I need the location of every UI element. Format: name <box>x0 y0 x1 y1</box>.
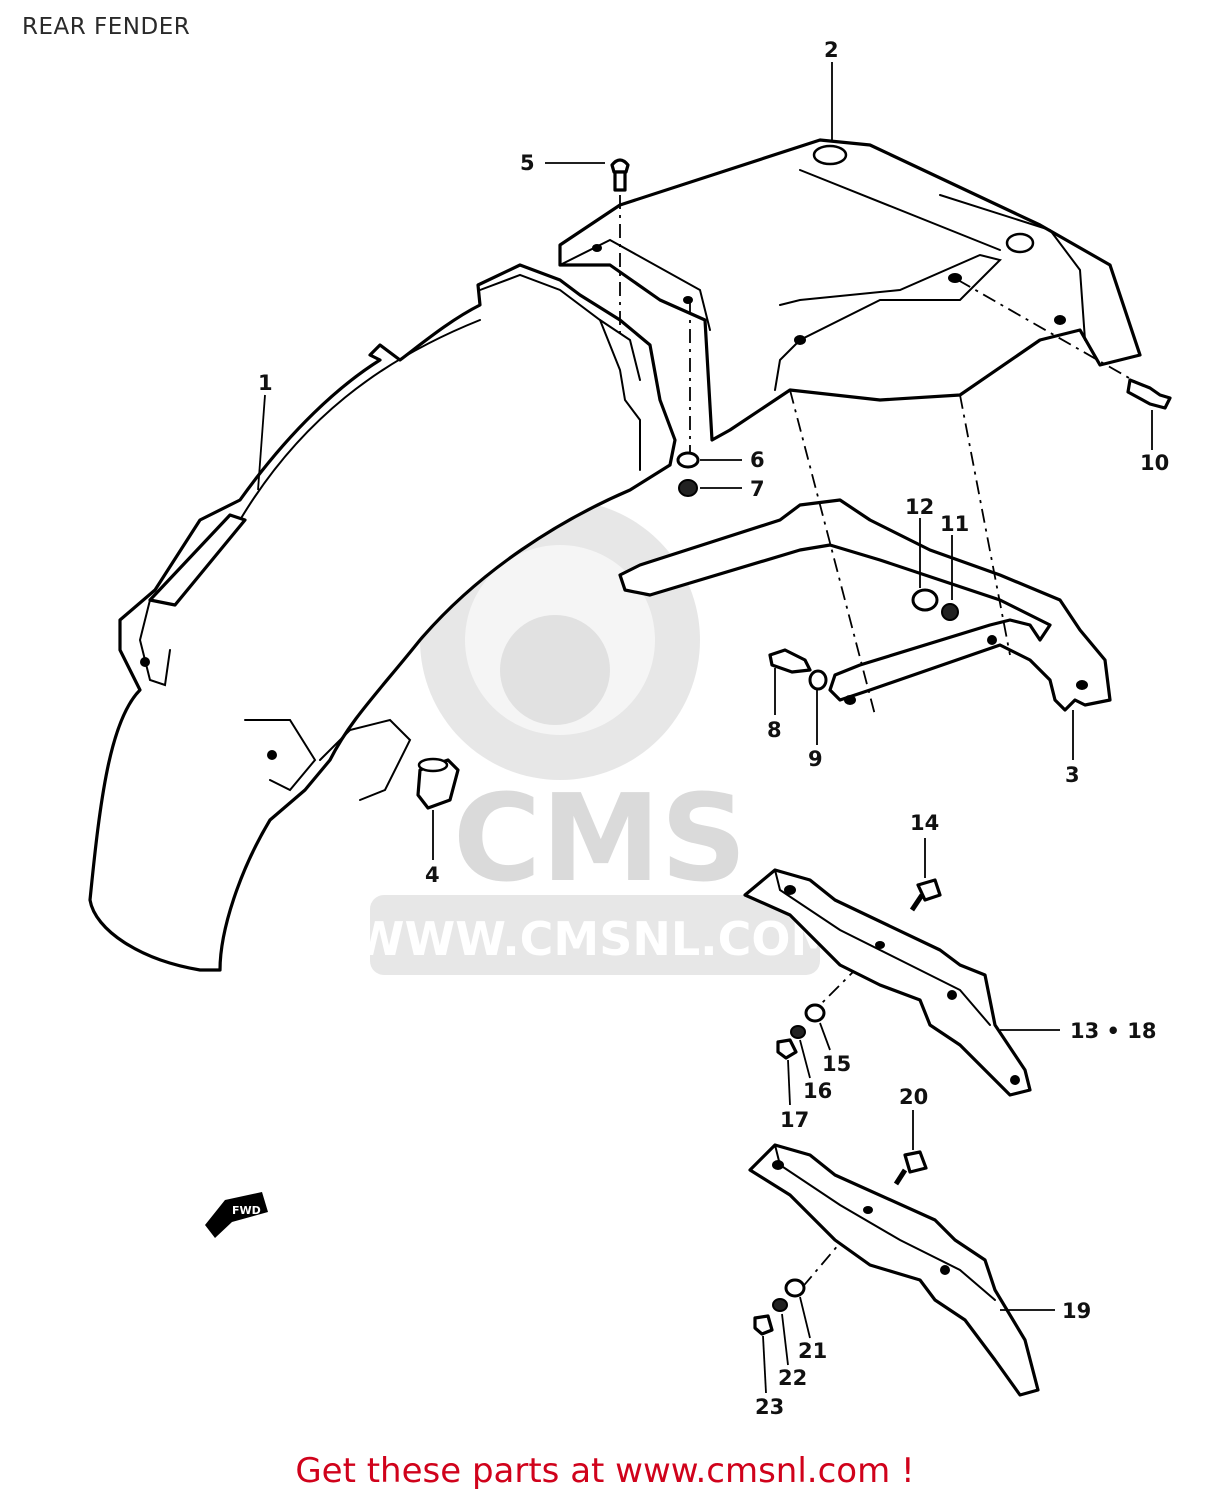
part-13-18-bracket <box>743 868 1032 1097</box>
label-part-4: 4 <box>425 863 440 887</box>
label-part-11: 11 <box>940 512 969 536</box>
label-part-23: 23 <box>755 1395 784 1419</box>
label-part-12: 12 <box>905 495 934 519</box>
part-3-fender-bracket <box>618 498 1112 712</box>
label-part-15: 15 <box>822 1052 851 1076</box>
label-part-7: 7 <box>750 477 765 501</box>
part-2-upper-fender <box>558 138 1142 442</box>
alignment-lines <box>619 195 1151 1291</box>
part-1-rear-fender <box>88 263 677 972</box>
label-part-21: 21 <box>798 1339 827 1363</box>
leader-lines <box>257 62 1153 1394</box>
diagram-title: REAR FENDER <box>22 14 191 40</box>
forward-direction-arrow: FWD <box>205 1192 268 1238</box>
label-part-17: 17 <box>780 1108 809 1132</box>
label-part-20: 20 <box>899 1085 928 1109</box>
part-19-bracket <box>748 1143 1040 1397</box>
label-part-6: 6 <box>750 448 765 472</box>
watermark-url: WWW.CMSNL.COM <box>354 912 837 966</box>
label-part-19: 19 <box>1062 1299 1091 1323</box>
label-part-2: 2 <box>824 38 839 62</box>
label-part-1: 1 <box>258 371 273 395</box>
cmsnl-watermark: CMS WWW.CMSNL.COM <box>354 500 837 975</box>
label-part-14: 14 <box>910 811 939 835</box>
label-part-8: 8 <box>767 718 782 742</box>
label-part-5: 5 <box>520 151 535 175</box>
label-part-22: 22 <box>778 1366 807 1390</box>
fwd-text: FWD <box>232 1204 261 1217</box>
label-part-16: 16 <box>803 1079 832 1103</box>
label-part-10: 10 <box>1140 451 1169 475</box>
label-part-9: 9 <box>808 747 823 771</box>
part-labels: 2 5 1 6 7 10 12 11 8 9 3 4 14 13 • 18 15… <box>258 38 1169 1419</box>
hardware-parts <box>416 158 1172 1336</box>
watermark-logo-text: CMS <box>453 770 747 909</box>
label-part-13-18: 13 • 18 <box>1070 1019 1157 1043</box>
footer-link-text[interactable]: Get these parts at www.cmsnl.com ! <box>295 1451 915 1491</box>
label-part-3: 3 <box>1065 763 1080 787</box>
